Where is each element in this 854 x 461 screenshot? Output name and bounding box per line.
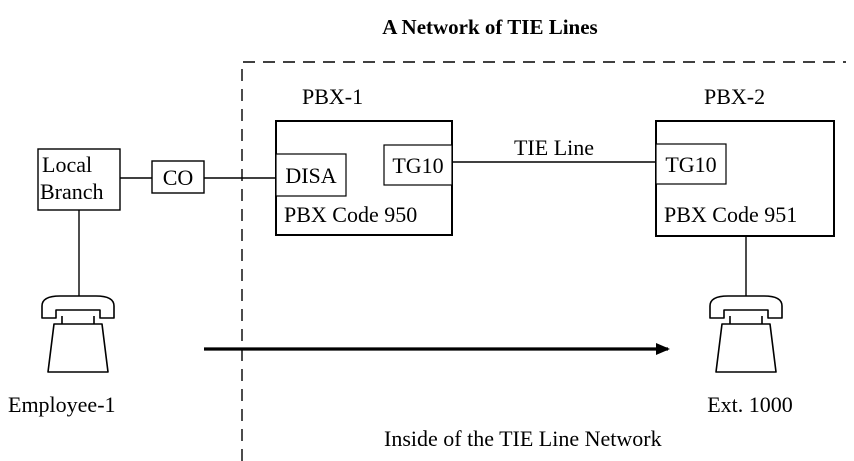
network-boundary: [241, 61, 846, 461]
extension-label: Ext. 1000: [707, 392, 793, 417]
local-branch-box: Local Branch: [37, 148, 121, 211]
employee-telephone-icon: [41, 295, 115, 373]
disa-label: DISA: [285, 163, 336, 188]
co-box: CO: [151, 160, 205, 194]
local-branch-label-line2: Branch: [40, 179, 104, 204]
pbx2-label: PBX-2: [704, 84, 765, 109]
co-label: CO: [163, 165, 194, 190]
pbx2-code-label: PBX Code 951: [664, 202, 797, 227]
pbx1-label: PBX-1: [302, 84, 363, 109]
employee-label: Employee-1: [8, 392, 116, 417]
diagram-title: A Network of TIE Lines: [382, 15, 597, 39]
pbx2-box: TG10 PBX Code 951: [655, 120, 835, 237]
extension-telephone-icon: [709, 295, 783, 373]
network-region-label: Inside of the TIE Line Network: [384, 426, 662, 451]
tie-line-label: TIE Line: [514, 135, 594, 160]
pbx1-trunk-group-label: TG10: [392, 153, 443, 178]
pbx1-code-label: PBX Code 950: [284, 202, 417, 227]
pbx1-box: DISA TG10 PBX Code 950: [275, 120, 453, 236]
local-branch-label-line1: Local: [42, 152, 92, 177]
pbx2-trunk-group-label: TG10: [665, 152, 716, 177]
